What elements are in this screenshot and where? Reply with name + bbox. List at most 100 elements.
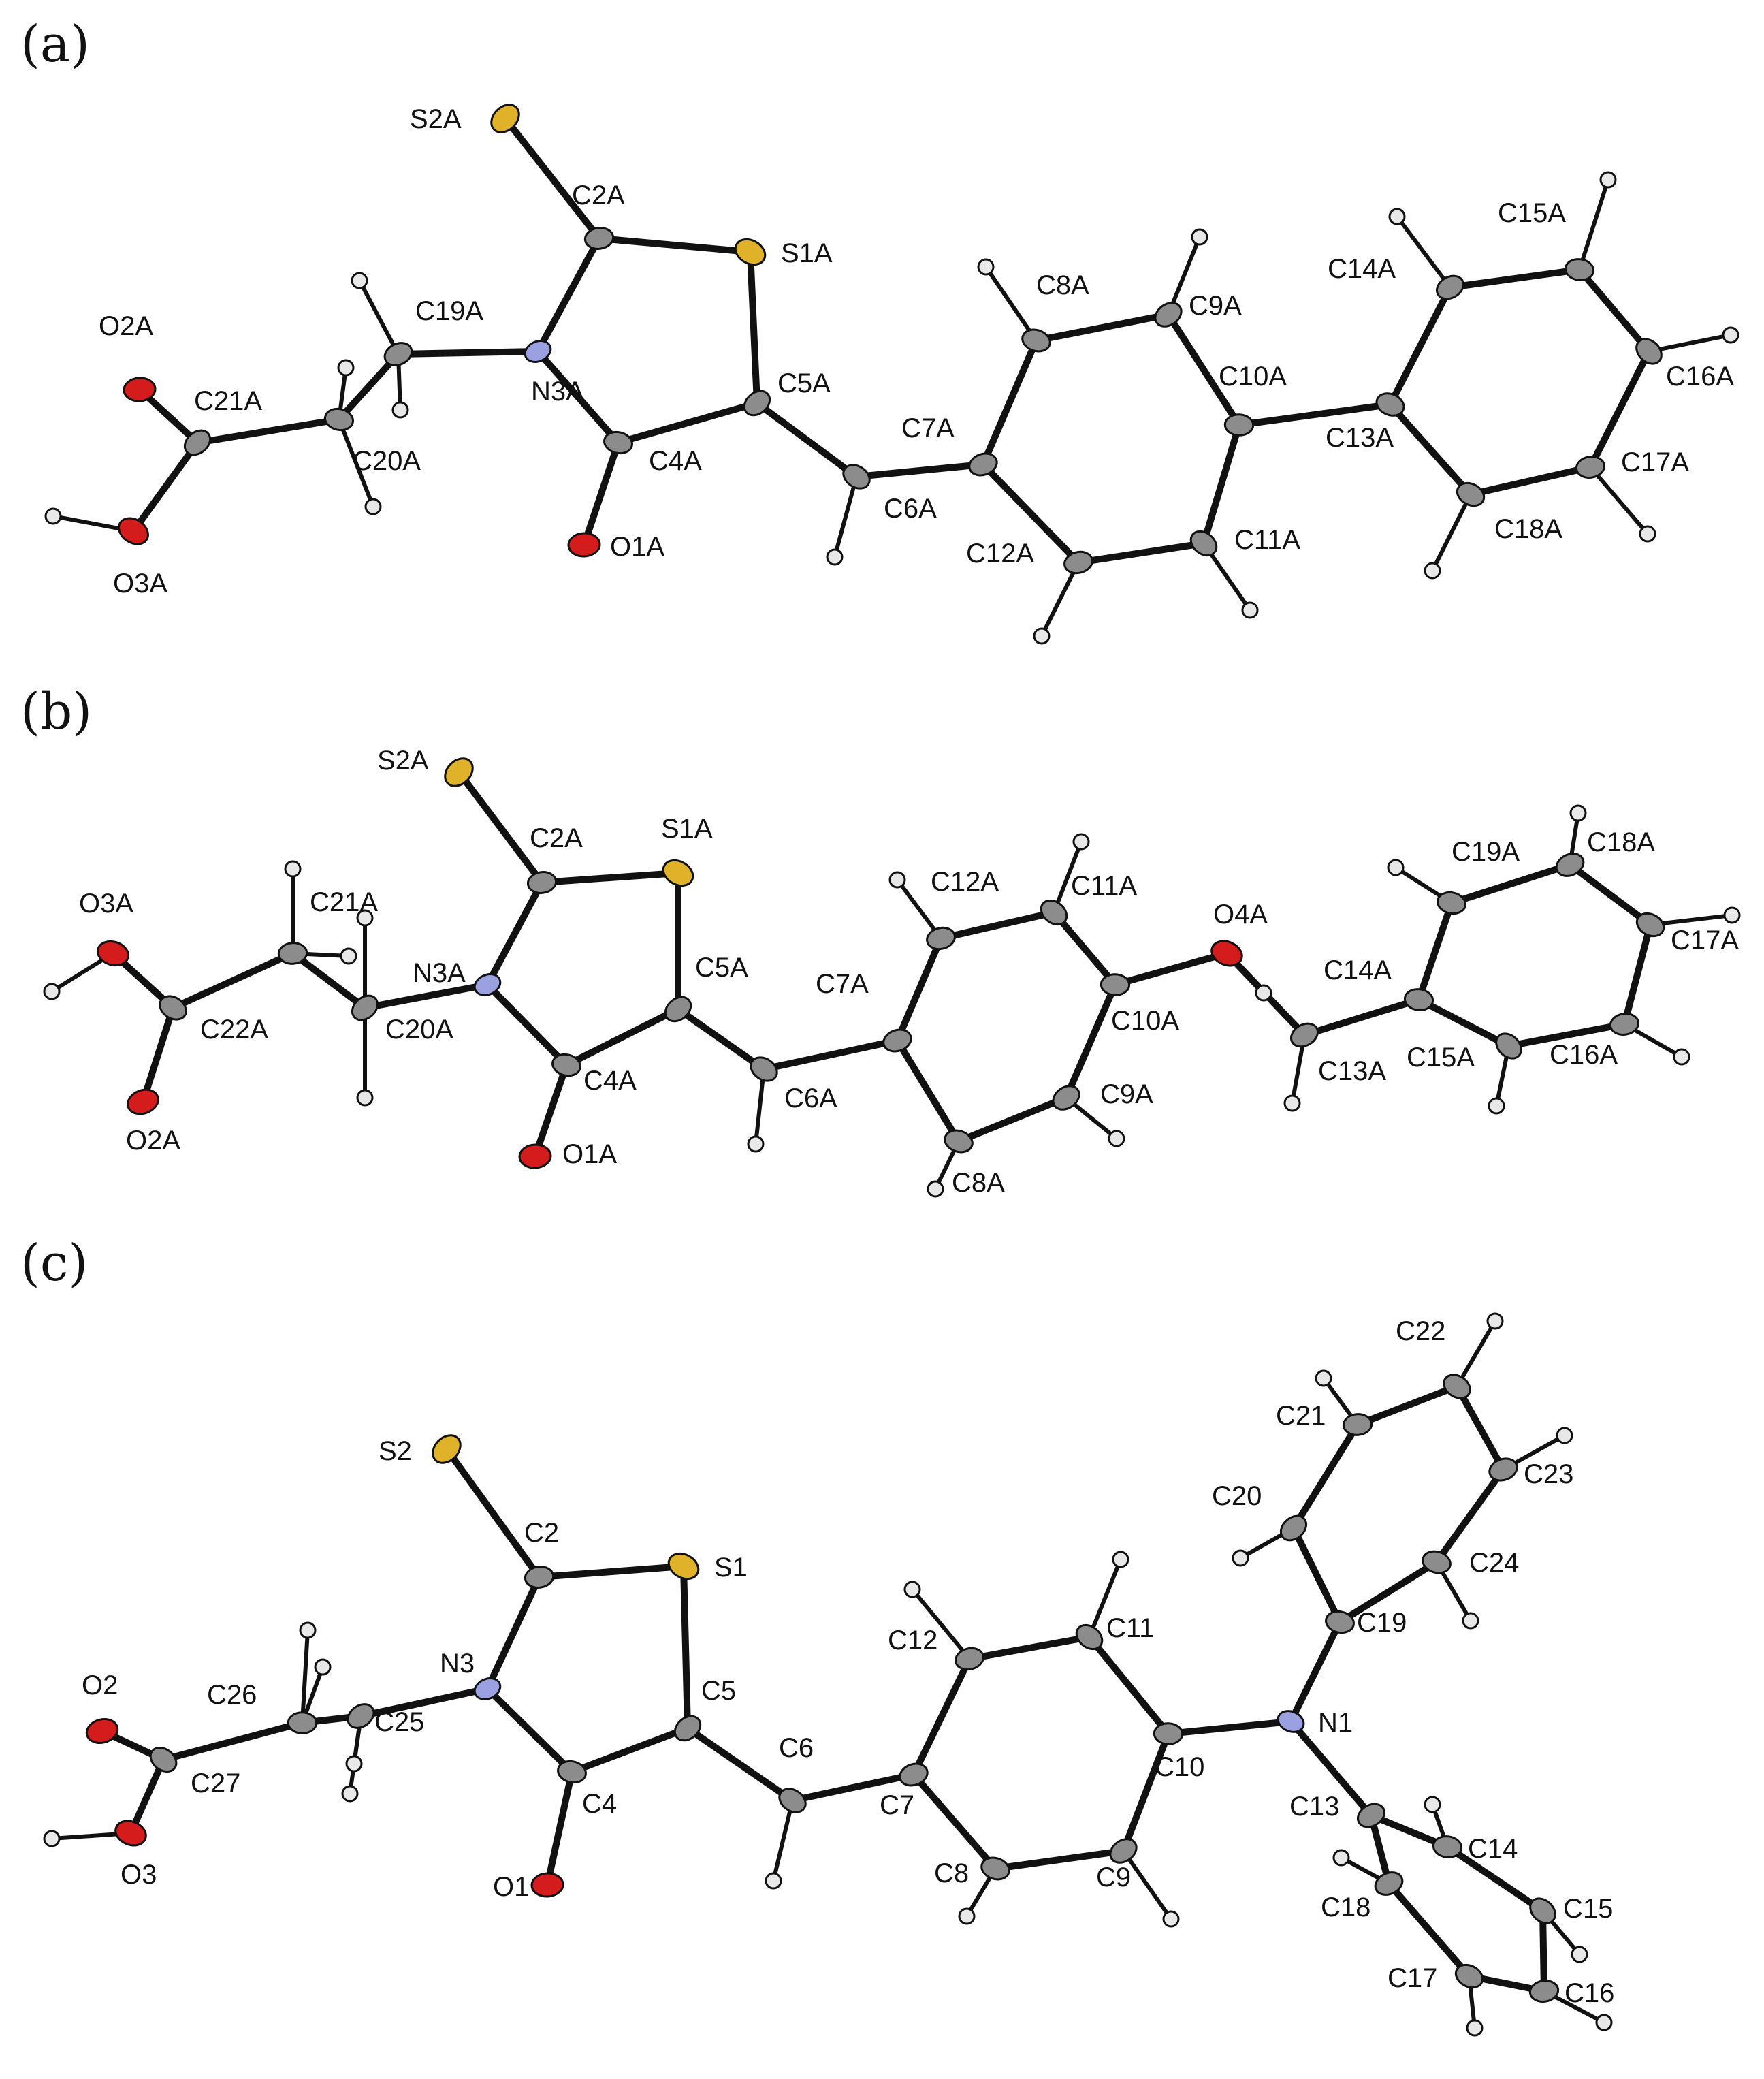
atom-C12 (955, 1647, 984, 1671)
panel-a-atoms (44, 104, 1739, 645)
atom-label-C18A: C18A (1587, 827, 1655, 857)
bond-C25-H25b (348, 1714, 363, 1796)
atom-label-C19: C19 (1357, 1608, 1407, 1638)
atom-label-O3A: O3A (79, 889, 133, 919)
bond-C20A-C21A (289, 950, 368, 1011)
atom-label-C10A: C10A (1111, 1006, 1179, 1036)
bond-C20A-H20b (337, 417, 375, 509)
atom-label-C10A: C10A (1219, 362, 1287, 392)
atom-label-C6: C6 (779, 1733, 814, 1763)
atom-C13A (1375, 392, 1405, 417)
bond-C8A-H8 (984, 265, 1038, 343)
atom-H18 (1569, 804, 1587, 822)
atom-label-C5A: C5A (695, 953, 748, 983)
atom-O4A (1210, 940, 1243, 967)
atom-C5A (664, 996, 692, 1023)
atom-C27 (149, 1746, 178, 1773)
atom-label-O2A: O2A (126, 1126, 180, 1156)
bond-C14A-C15A (1447, 266, 1583, 291)
atom-H20a (337, 359, 355, 377)
bond-C19A-C18A (1448, 861, 1573, 906)
atom-label-S1A: S1A (781, 238, 833, 268)
bond-C4-O1 (544, 1768, 575, 1888)
bond-C16A-H16 (1647, 333, 1733, 353)
atom-C10A (1100, 973, 1131, 996)
bond-C12A-C11A (937, 909, 1057, 942)
atom-label-C4: C4 (582, 1789, 617, 1819)
atom-C15 (1529, 1897, 1556, 1924)
atom-H18 (1332, 1849, 1350, 1867)
atom-label-C16: C16 (1565, 1978, 1614, 2008)
atom-label-C18A: C18A (1494, 514, 1562, 544)
atom-C24 (1422, 1550, 1452, 1574)
atom-H_O3 (43, 983, 61, 1000)
atom-label-C14: C14 (1468, 1834, 1518, 1864)
atom-C14A (1403, 988, 1434, 1011)
atom-C22A (159, 995, 187, 1021)
atom-label-C20A: C20A (385, 1015, 453, 1045)
bond-C4-C5 (568, 1725, 691, 1775)
bond-C11-C10 (1086, 1634, 1172, 1737)
atom-H13b (1283, 1094, 1301, 1112)
atom-C18A (1555, 853, 1585, 877)
bond-C9-C8 (992, 1847, 1127, 1872)
atom-H14 (1424, 1796, 1441, 1813)
bond-C21-C22 (1354, 1383, 1460, 1428)
atom-label-S1: S1 (714, 1553, 748, 1583)
bond-C4A-O1A (532, 1062, 570, 1160)
bond-C10A-C9A (1063, 981, 1119, 1101)
bond-C19-C20 (1290, 1525, 1343, 1625)
atom-C17A (1635, 912, 1665, 938)
atom-H8 (958, 1907, 976, 1925)
bond-C10-N1 (1165, 1718, 1294, 1737)
bond-N3A-C4A (534, 348, 622, 446)
atom-H6 (765, 1872, 782, 1890)
bond-N3A-C4A (484, 981, 570, 1068)
atom-C14A (1436, 274, 1464, 300)
bond-C4A-C5A (615, 400, 760, 446)
atom-label-C15: C15 (1563, 1894, 1613, 1924)
bond-C12A-H12 (1040, 560, 1080, 638)
atom-label-O4A: O4A (1213, 900, 1268, 930)
bond-C19A-H19a (357, 279, 400, 356)
panel-b-atoms (43, 757, 1741, 1198)
bond-C7-C12 (910, 1655, 973, 1778)
bond-C2-N3 (484, 1574, 543, 1692)
atom-H16 (1673, 1048, 1690, 1066)
atom-H15 (1571, 1946, 1588, 1963)
atom-label-C15A: C15A (1407, 1043, 1475, 1073)
atom-label-C9A: C9A (1189, 291, 1242, 321)
atom-label-C12A: C12A (931, 867, 999, 897)
atom-C9A (1052, 1085, 1080, 1111)
bond-C26-C27 (160, 1719, 306, 1763)
atom-H19 (1387, 859, 1405, 876)
atom-H_O3 (43, 1830, 61, 1847)
atom-S1A (734, 238, 767, 266)
atom-S1 (667, 1552, 700, 1581)
bond-C9A-H9 (1166, 235, 1202, 317)
atom-label-C5A: C5A (777, 368, 831, 398)
atom-N3 (473, 1677, 502, 1700)
atom-label-S1A: S1A (661, 814, 713, 844)
atom-label-C5: C5 (701, 1676, 736, 1706)
atom-label-C13A: C13A (1318, 1056, 1386, 1086)
atom-O2A (123, 377, 157, 402)
atom-C4A (551, 1053, 581, 1077)
atom-H8 (927, 1180, 944, 1198)
atom-label-N3: N3 (440, 1649, 475, 1679)
panel-c-atoms (43, 1312, 1613, 2037)
bond-C6-H6 (771, 1798, 795, 1883)
atom-label-C2A: C2A (572, 180, 625, 210)
atom-S2 (432, 1434, 462, 1464)
bond-C8A-C9A (1033, 311, 1172, 344)
atom-H16 (1722, 326, 1739, 344)
atom-label-S2A: S2A (410, 104, 462, 134)
bond-C17A-C16A (1621, 921, 1654, 1028)
atom-C4 (557, 1760, 587, 1784)
atom-H21b (340, 947, 357, 965)
panel-b-bonds (50, 769, 1734, 1191)
bond-S2-C2 (443, 1446, 543, 1581)
atom-S2A (444, 757, 474, 787)
atom-N1 (1277, 1710, 1305, 1733)
